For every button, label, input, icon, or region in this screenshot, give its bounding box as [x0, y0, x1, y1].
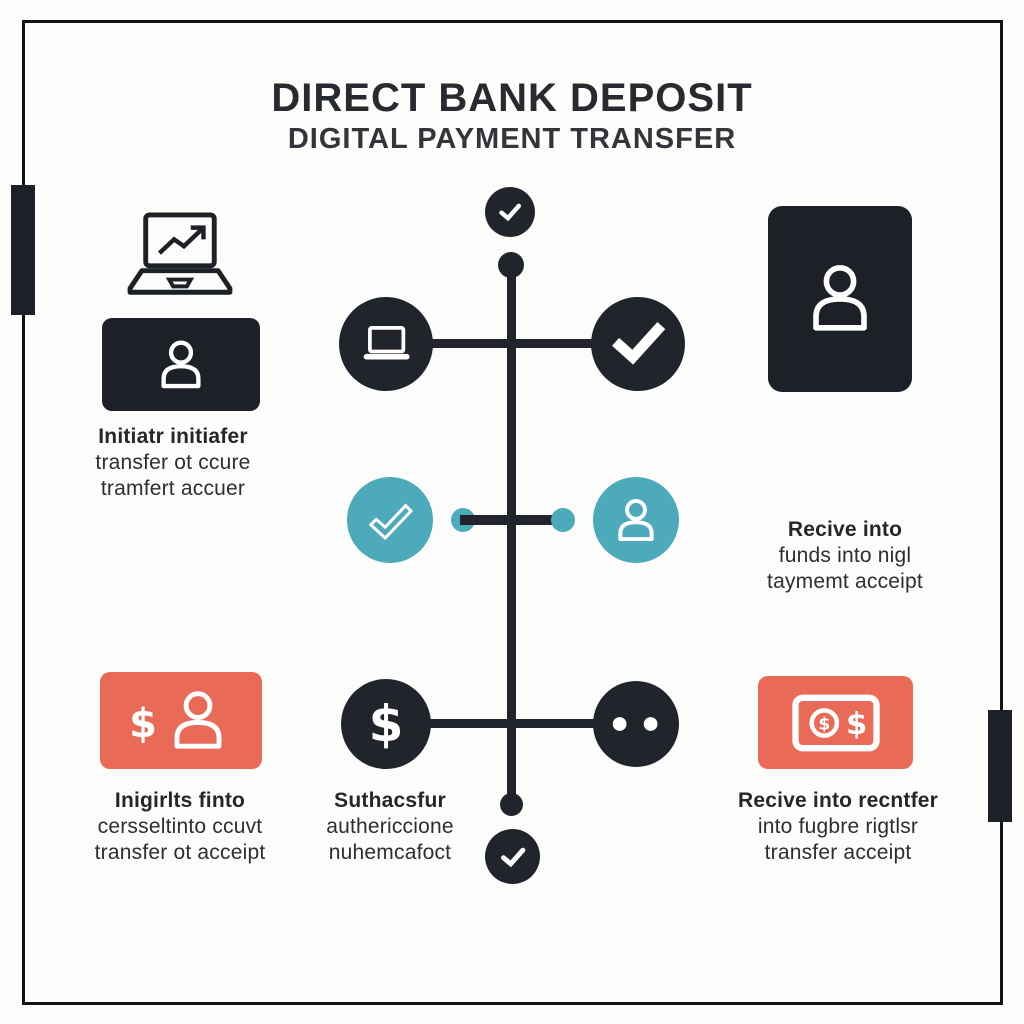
step-text-line: Initiatr initiafer	[98, 425, 248, 448]
dollar-person-card: $	[100, 672, 262, 769]
person-icon	[150, 333, 212, 397]
connector-line	[428, 719, 596, 728]
step-text-line: Recive into	[787, 518, 903, 541]
step-text-line: Suthacsfur	[334, 789, 446, 812]
step-text-line: tramfert accuer	[100, 477, 246, 500]
dollar-icon: $	[129, 700, 157, 747]
page-title: DIRECT BANK DEPOSIT	[271, 76, 753, 120]
person-icon	[800, 251, 880, 347]
svg-text:$: $	[846, 706, 867, 741]
step-text-line: cersseltinto ccuvt	[97, 815, 263, 838]
dollar-icon: $	[341, 679, 431, 769]
timeline-node-dot	[500, 793, 523, 816]
laptop-chart-icon	[120, 210, 238, 304]
connector-line	[425, 339, 595, 348]
right-edge-accent-bar	[988, 710, 1012, 822]
page-subtitle: DIGITAL PAYMENT TRANSFER	[287, 123, 737, 155]
person-icon	[163, 686, 233, 756]
step-text-initiator: Initiatr initiafer transfer ot ccure tra…	[43, 424, 303, 502]
step-text-funds: Inigirlts finto cersseltinto ccuvt trans…	[50, 788, 310, 866]
check-icon	[591, 297, 685, 391]
step-text-line: transfer ot ccure	[95, 451, 251, 474]
page-border-frame	[22, 20, 1003, 1005]
check-icon	[485, 187, 535, 237]
step-text-line: into fugbre rigtlsr	[757, 815, 919, 838]
step-text-authorize: Suthacsfur authericcione nuhemcafoct	[260, 788, 520, 866]
svg-text:$: $	[818, 714, 830, 734]
step-text-receive-mid: Recive into funds into nigl taymemt acce…	[715, 517, 975, 595]
step-text-receive-final: Recive into recntfer into fugbre rigtlsr…	[708, 788, 968, 866]
left-edge-accent-bar	[11, 185, 35, 315]
step-text-line: taymemt acceipt	[767, 570, 923, 593]
two-dots-icon	[593, 681, 679, 767]
laptop-icon	[339, 297, 433, 391]
step-text-line: transfer ot acceipt	[94, 841, 266, 864]
step-text-line: nuhemcafoct	[328, 841, 452, 864]
banknote-icon: $ $	[786, 687, 886, 759]
step-text-line: funds into nigl	[778, 544, 912, 567]
person-icon	[593, 477, 679, 563]
check-icon	[347, 477, 433, 563]
banknote-card: $ $	[758, 676, 913, 769]
step-text-line: authericcione	[326, 815, 454, 838]
check-icon	[485, 829, 540, 884]
initiator-person-card	[102, 318, 260, 411]
recipient-person-card	[768, 206, 912, 392]
connector-line	[460, 515, 566, 525]
timeline-node-dot	[551, 508, 575, 532]
header: DIRECT BANK DEPOSIT DIGITAL PAYMENT TRAN…	[0, 76, 1024, 156]
step-text-line: Recive into recntfer	[737, 789, 939, 812]
step-text-line: Inigirlts finto	[114, 789, 246, 812]
timeline-vertical-line	[507, 262, 516, 808]
step-text-line: transfer acceipt	[764, 841, 912, 864]
